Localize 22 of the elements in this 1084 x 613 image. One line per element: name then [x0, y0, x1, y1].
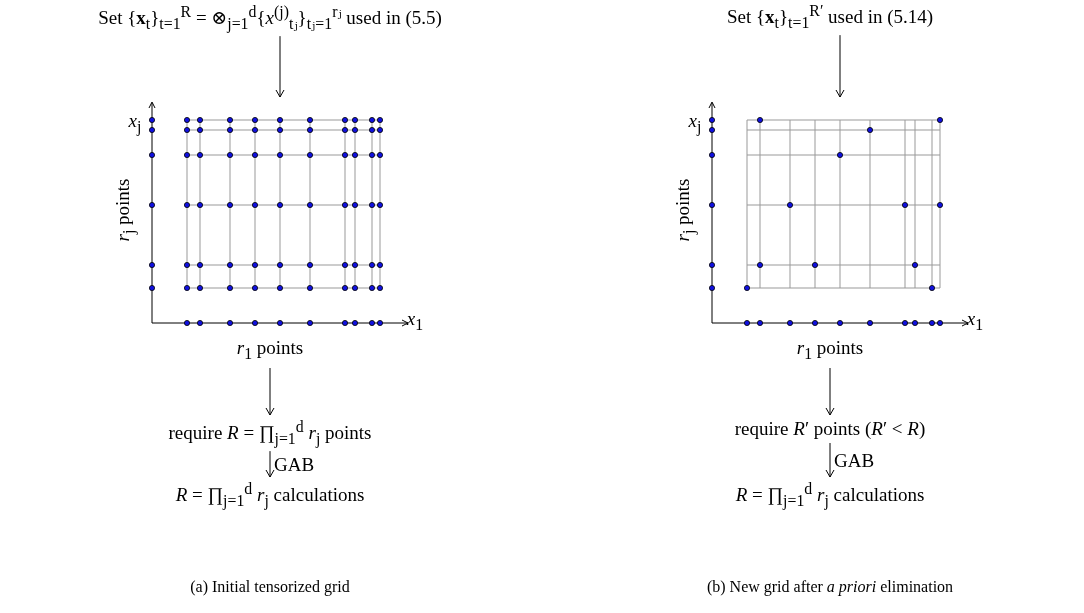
arrow [825, 442, 835, 478]
axis-label: r$_{1}$ points [236, 337, 304, 363]
axis-label: x$_{1}$ [966, 308, 984, 334]
edge-label: GAB [834, 450, 875, 472]
requirement-text: require R = ∏$_{j=1}$$^{d}$ r$_{j}$ points [168, 418, 372, 449]
caption-text: (a) Initial tensorized grid [190, 578, 350, 596]
axis-label: x$_{j}$ [688, 110, 702, 136]
axis-label: x$_{j}$ [128, 110, 142, 136]
axis-label: x$_{1}$ [406, 308, 424, 334]
arrow [265, 450, 275, 478]
set-definition-text: Set {x$_{t}$}$_{t=1}$$^{R′}$ used in (5.14) [726, 2, 934, 33]
calculation-count-text: R = ∏$_{j=1}$$^{d}$ r$_{j}$ calculations [175, 480, 365, 511]
arrow [835, 34, 845, 98]
arrow [825, 367, 835, 416]
arrow [275, 35, 285, 98]
calculation-count-text: R = ∏$_{j=1}$$^{d}$ r$_{j}$ calculations [735, 480, 925, 511]
requirement-text: require R′ points (R′ < R) [734, 418, 926, 440]
set-definition-text: Set {x$_{t}$}$_{t=1}$$^{R}$ = ⊗$_{j=1}$$^{d}${x$^{(j)}$$_{tⱼ}$}$_{tⱼ=1}$$^{rⱼ}$ used in (5.5) [98, 2, 442, 34]
arrow [265, 367, 275, 416]
axis-label: r$_{1}$ points [796, 337, 864, 363]
edge-label: GAB [274, 454, 315, 477]
caption-text: (b) New grid after a priori elimination [706, 578, 954, 596]
